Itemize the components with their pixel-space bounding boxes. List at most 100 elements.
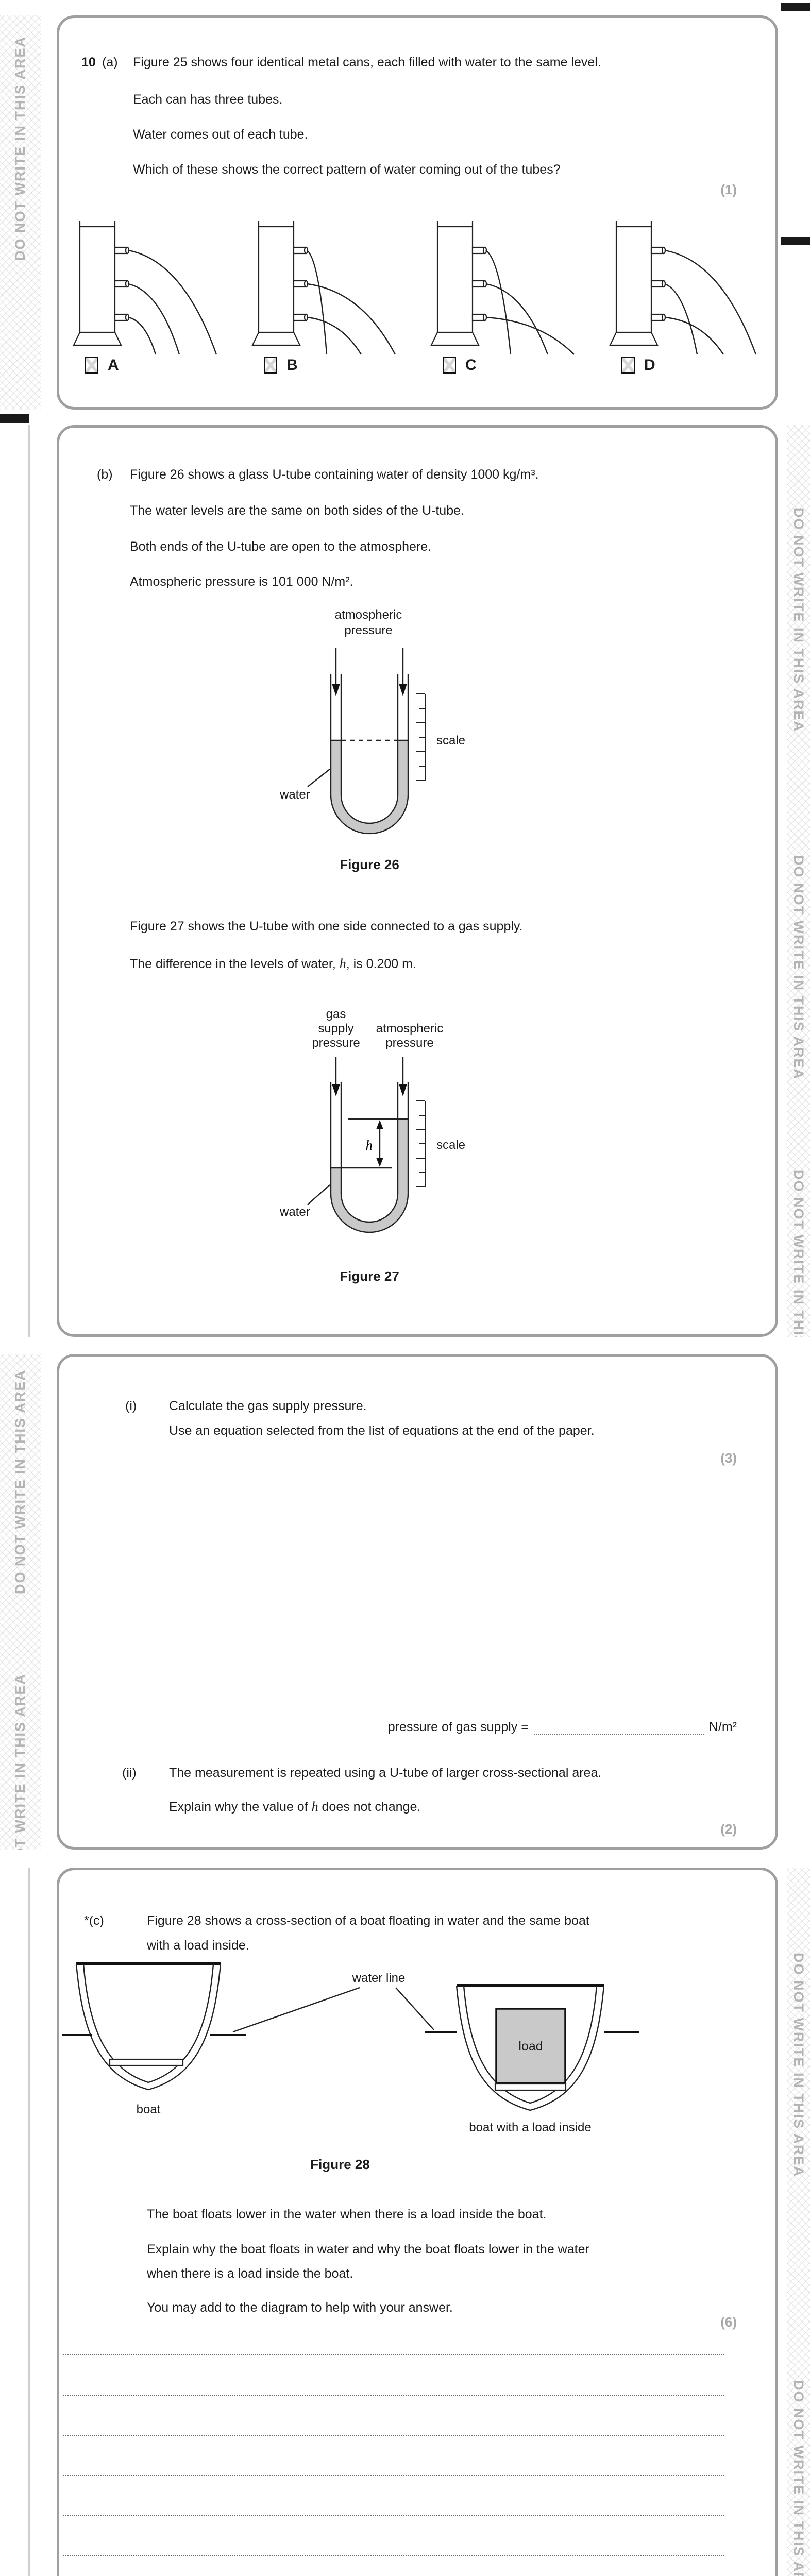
do-not-write-text: DO NOT WRITE IN THIS AREA (12, 1673, 28, 1850)
gas-pressure-answer-field[interactable] (533, 1718, 704, 1735)
load-box (495, 2008, 566, 2084)
part-i-marks: (3) (720, 1450, 737, 1466)
h-symbol: h (311, 1799, 318, 1814)
part-c-line-1: Figure 28 shows a cross-section of a boa… (147, 1913, 589, 1928)
h-symbol: h (366, 1138, 373, 1153)
registration-mark (781, 237, 810, 245)
h-symbol: h (339, 956, 346, 971)
part-c-line-4b: when there is a load inside the boat. (147, 2266, 353, 2281)
option-B: B (248, 216, 403, 381)
can-diagram-B (251, 221, 396, 355)
figure-26-water-label: water (279, 788, 310, 802)
down-arrow-icon (399, 1084, 407, 1096)
figure-26-atmospheric-label: atmospheric (335, 608, 402, 622)
figure-27-diagram: gas supply pressure atmospheric pressure… (279, 1007, 465, 1284)
answer-line-6[interactable] (63, 2555, 724, 2556)
part-ii-marks: (2) (720, 1821, 737, 1837)
part-ii-label: (ii) (122, 1766, 137, 1780)
part-c-line-5: You may add to the diagram to help with … (147, 2300, 453, 2315)
part-c-label: *(c) (84, 1913, 104, 1928)
registration-mark (0, 414, 29, 423)
answer-unit: N/m² (708, 1720, 737, 1734)
do-not-write-text: DO NOT WRITE IN THIS AREA (791, 507, 806, 732)
part-a-label: (a) (102, 55, 118, 70)
part-b-line-3: Both ends of the U-tube are open to the … (130, 539, 432, 554)
part-i-line-2: Use an equation selected from the list o… (169, 1423, 595, 1438)
part-b-label: (b) (97, 467, 113, 482)
answer-line-1[interactable] (63, 2354, 724, 2355)
question-line: 10 (81, 54, 96, 71)
option-B-label: B (286, 357, 298, 374)
do-not-write-text: DO NOT WRITE IN THIS AREA (791, 2380, 806, 2576)
part-b-line-1: Figure 26 shows a glass U-tube containin… (130, 467, 539, 482)
down-arrow-icon (332, 684, 340, 696)
text-segment: does not change. (318, 1800, 421, 1814)
figure-27-caption: Figure 27 (340, 1268, 399, 1284)
part-b-line-6: The difference in the levels of water, h… (130, 956, 416, 972)
do-not-write-text: DO NOT WRITE IN THIS AREA (791, 1953, 806, 2177)
figure-28-caption: Figure 28 (310, 2157, 370, 2172)
option-C-row: C (443, 357, 477, 374)
do-not-write-margin-left-1: DO NOT WRITE IN THIS AREA (0, 15, 41, 410)
part-a-line-1: Figure 25 shows four identical metal can… (133, 55, 601, 70)
water-line-pointer (395, 1987, 434, 2030)
part-a-marks: (1) (720, 182, 737, 197)
figure-27-supply-label: supply (318, 1022, 353, 1036)
part-a-line-3: Water comes out of each tube. (133, 127, 308, 142)
option-D-checkbox[interactable] (621, 357, 635, 374)
down-arrow-icon (332, 1084, 340, 1096)
answer-prefix: pressure of gas supply = (387, 1720, 529, 1734)
boat-with-load-label: boat with a load inside (469, 2121, 592, 2134)
option-B-checkbox[interactable] (264, 357, 277, 374)
answer-line-5[interactable] (63, 2515, 724, 2516)
figure-27-atm-pressure-label: pressure (385, 1036, 433, 1050)
option-D: D (606, 216, 761, 381)
water-line-pointer (232, 1987, 360, 2033)
h-arrow (376, 1120, 383, 1167)
answer-line-3[interactable] (63, 2435, 724, 2436)
figure-27-water-label: water (279, 1205, 310, 1219)
figure-27-scale-label: scale (436, 1138, 465, 1152)
part-a-line-4: Which of these shows the correct pattern… (133, 162, 561, 177)
option-C: C (427, 216, 582, 381)
water-fill (331, 1119, 408, 1232)
option-A: A (70, 216, 224, 381)
option-A-checkbox[interactable] (85, 357, 98, 374)
do-not-write-text: DO NOT WRITE IN THIS AREA (791, 1170, 806, 1337)
question-box-part-c: *(c) Figure 28 shows a cross-section of … (57, 1868, 778, 2576)
part-a-line-2: Each can has three tubes. (133, 92, 283, 107)
can-diagram-D (609, 221, 757, 355)
u-tube-outline (330, 1082, 409, 1233)
boat-with-load: load boat with a load inside (425, 1984, 639, 2134)
do-not-write-text: DO NOT WRITE IN THIS AREA (12, 36, 28, 261)
working-space[interactable] (63, 1480, 725, 1707)
do-not-write-margin-left-2: DO NOT WRITE IN THIS AREA DO NOT WRITE I… (0, 1354, 41, 1850)
registration-mark (781, 3, 810, 11)
part-c-line-3: The boat floats lower in the water when … (147, 2207, 547, 2222)
text-segment: The difference in the levels of water, (130, 957, 340, 971)
can-diagram-C (430, 221, 575, 355)
water-fill (331, 740, 408, 834)
water-pointer-line (307, 1184, 330, 1205)
answer-line-2[interactable] (63, 2395, 724, 2396)
scale-ruler (416, 693, 426, 781)
load-label: load (518, 2039, 543, 2054)
question-number: 10 (81, 55, 96, 70)
figure-26-scale-label: scale (436, 734, 465, 748)
spine-rule (28, 425, 30, 1337)
figure-27-pressure-label: pressure (312, 1036, 360, 1050)
option-D-row: D (621, 357, 655, 374)
do-not-write-text: DO NOT WRITE IN THIS AREA (12, 1369, 28, 1594)
u-tube-outline (330, 674, 409, 835)
answer-line-4[interactable] (63, 2475, 724, 2476)
figure-26-pressure-label: pressure (344, 623, 392, 637)
water-pointer-line (307, 769, 330, 787)
boat-empty: boat (62, 1962, 246, 2116)
option-C-checkbox[interactable] (443, 357, 456, 374)
part-b-line-5: Figure 27 shows the U-tube with one side… (130, 919, 523, 934)
text-segment: , is 0.200 m. (346, 957, 416, 971)
scale-ruler (416, 1100, 426, 1187)
option-D-label: D (644, 357, 655, 374)
figure-28-diagram: water line boat load boa (62, 1962, 639, 2134)
